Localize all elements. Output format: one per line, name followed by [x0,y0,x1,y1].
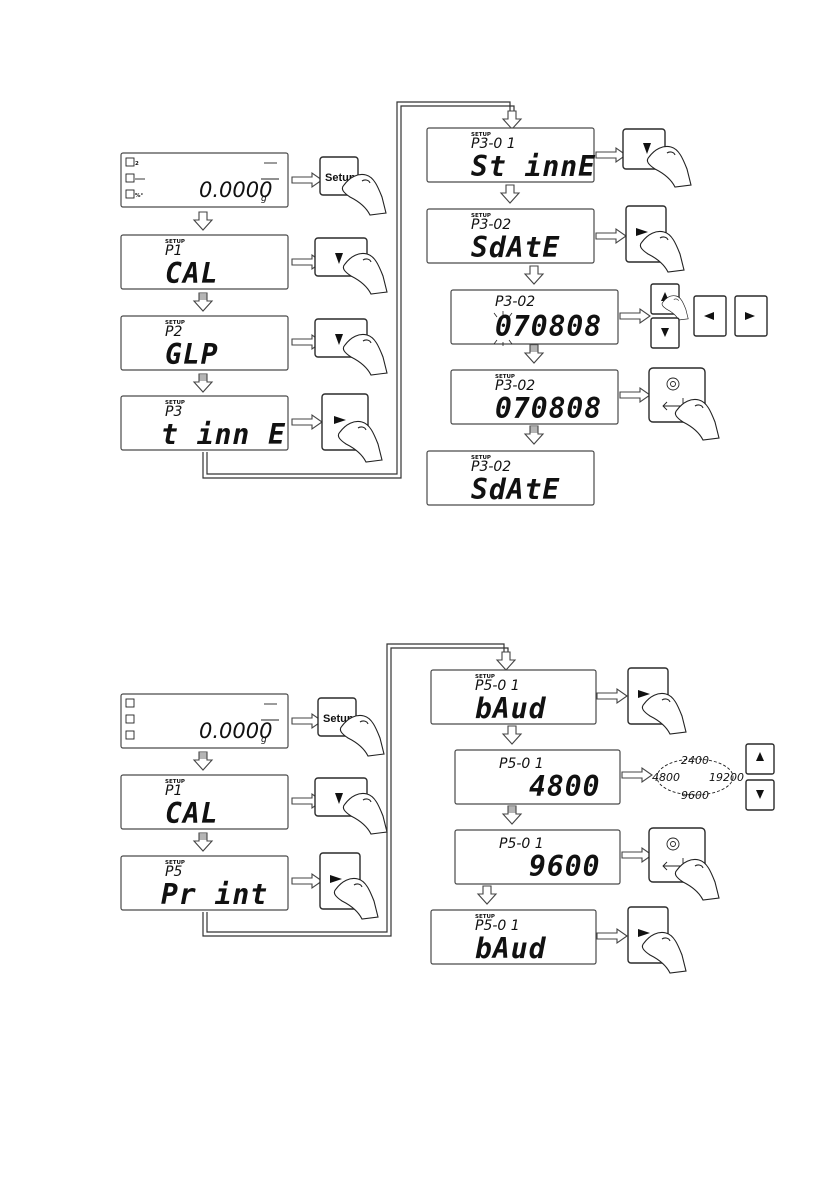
lcd-p5-print: SETUP P5 Pr int [121,856,288,911]
right-arrow-key[interactable] [320,853,378,919]
right-arrow-key[interactable] [628,668,686,734]
left-arrow-key[interactable] [694,296,726,336]
baud-option: 19200 [709,771,744,784]
param-name: bAud [475,692,547,725]
baud-option: 2400 [681,754,709,767]
lcd-home-display: 0.0000 g [121,694,288,748]
enter-key[interactable] [649,828,719,900]
baud-options-cycle: 2400 4800 19200 9600 [652,754,744,802]
baud-option: 9600 [681,789,709,802]
date-value: 070808 [495,392,602,425]
lcd-p3-02-sdate: SETUP P3-02 SdAtE [427,209,594,264]
param-name: t inn E [161,418,286,451]
unit-label: g [261,194,267,204]
lcd-p1-cal: SETUP P1 CAL [121,775,288,830]
lcd-p3-01-stime: SETUP P3-0 1 St innE [427,128,596,183]
param-name: CAL [165,797,219,830]
up-arrow-key[interactable] [746,744,774,774]
param-name: St innE [471,150,596,183]
param-code: P3-02 [495,294,535,310]
param-name: Pr int [161,878,268,911]
baud-value: 9600 [529,850,600,883]
down-arrow-key[interactable] [315,319,387,375]
time-date-diagram: 2 %° 0.0000 g Setup SETUP P1 CAL [121,102,767,506]
svg-text:2: 2 [135,161,139,167]
down-arrow-key[interactable] [623,129,691,187]
baud-rate-diagram: 0.0000 g Setup SETUP P1 CAL SETUP P5 Pr [121,644,774,973]
right-arrow-key[interactable] [735,296,767,336]
param-name: bAud [475,932,547,965]
lcd-p1-cal: SETUP P1 CAL [121,235,288,290]
date-value: 070808 [495,310,602,343]
unit-label: g [261,735,267,745]
right-arrow-key[interactable] [626,206,684,272]
svg-text:%°: %° [135,193,144,199]
baud-value: 4800 [529,770,600,803]
right-arrow-key[interactable] [628,907,686,973]
param-name: SdAtE [471,231,560,264]
param-name: GLP [165,338,219,371]
right-arrow-key[interactable] [322,394,382,462]
baud-option: 4800 [652,771,680,784]
setup-key[interactable]: Setup [320,157,386,215]
lcd-p5-01-4800: P5-0 1 4800 [455,750,620,804]
setup-key[interactable]: Setup [318,698,384,756]
lcd-p2-glp: SETUP P2 GLP [121,316,288,371]
down-arrow-key[interactable] [746,780,774,810]
enter-key[interactable] [649,368,719,440]
lcd-p3-time: SETUP P3 t inn E [121,396,288,451]
lcd-p5-01-baud: SETUP P5-0 1 bAud [431,670,596,725]
lcd-p5-01-baud-final: SETUP P5-0 1 bAud [431,910,596,965]
lcd-p5-01-9600: P5-0 1 9600 [455,830,620,884]
down-arrow-key[interactable] [315,238,387,294]
lcd-p3-02-date-confirm: SETUP P3-02 070808 [451,370,618,425]
param-name: CAL [165,257,219,290]
lcd-p3-02-sdate-final: SETUP P3-02 SdAtE [427,451,594,506]
up-arrow-key[interactable] [651,284,688,320]
down-arrow-key[interactable] [315,778,387,834]
lcd-home-display: 2 %° 0.0000 g [121,153,288,207]
param-name: SdAtE [471,473,560,506]
down-arrow-key[interactable] [651,318,679,348]
lcd-p3-02-date-edit: P3-02 070808 [451,290,618,346]
